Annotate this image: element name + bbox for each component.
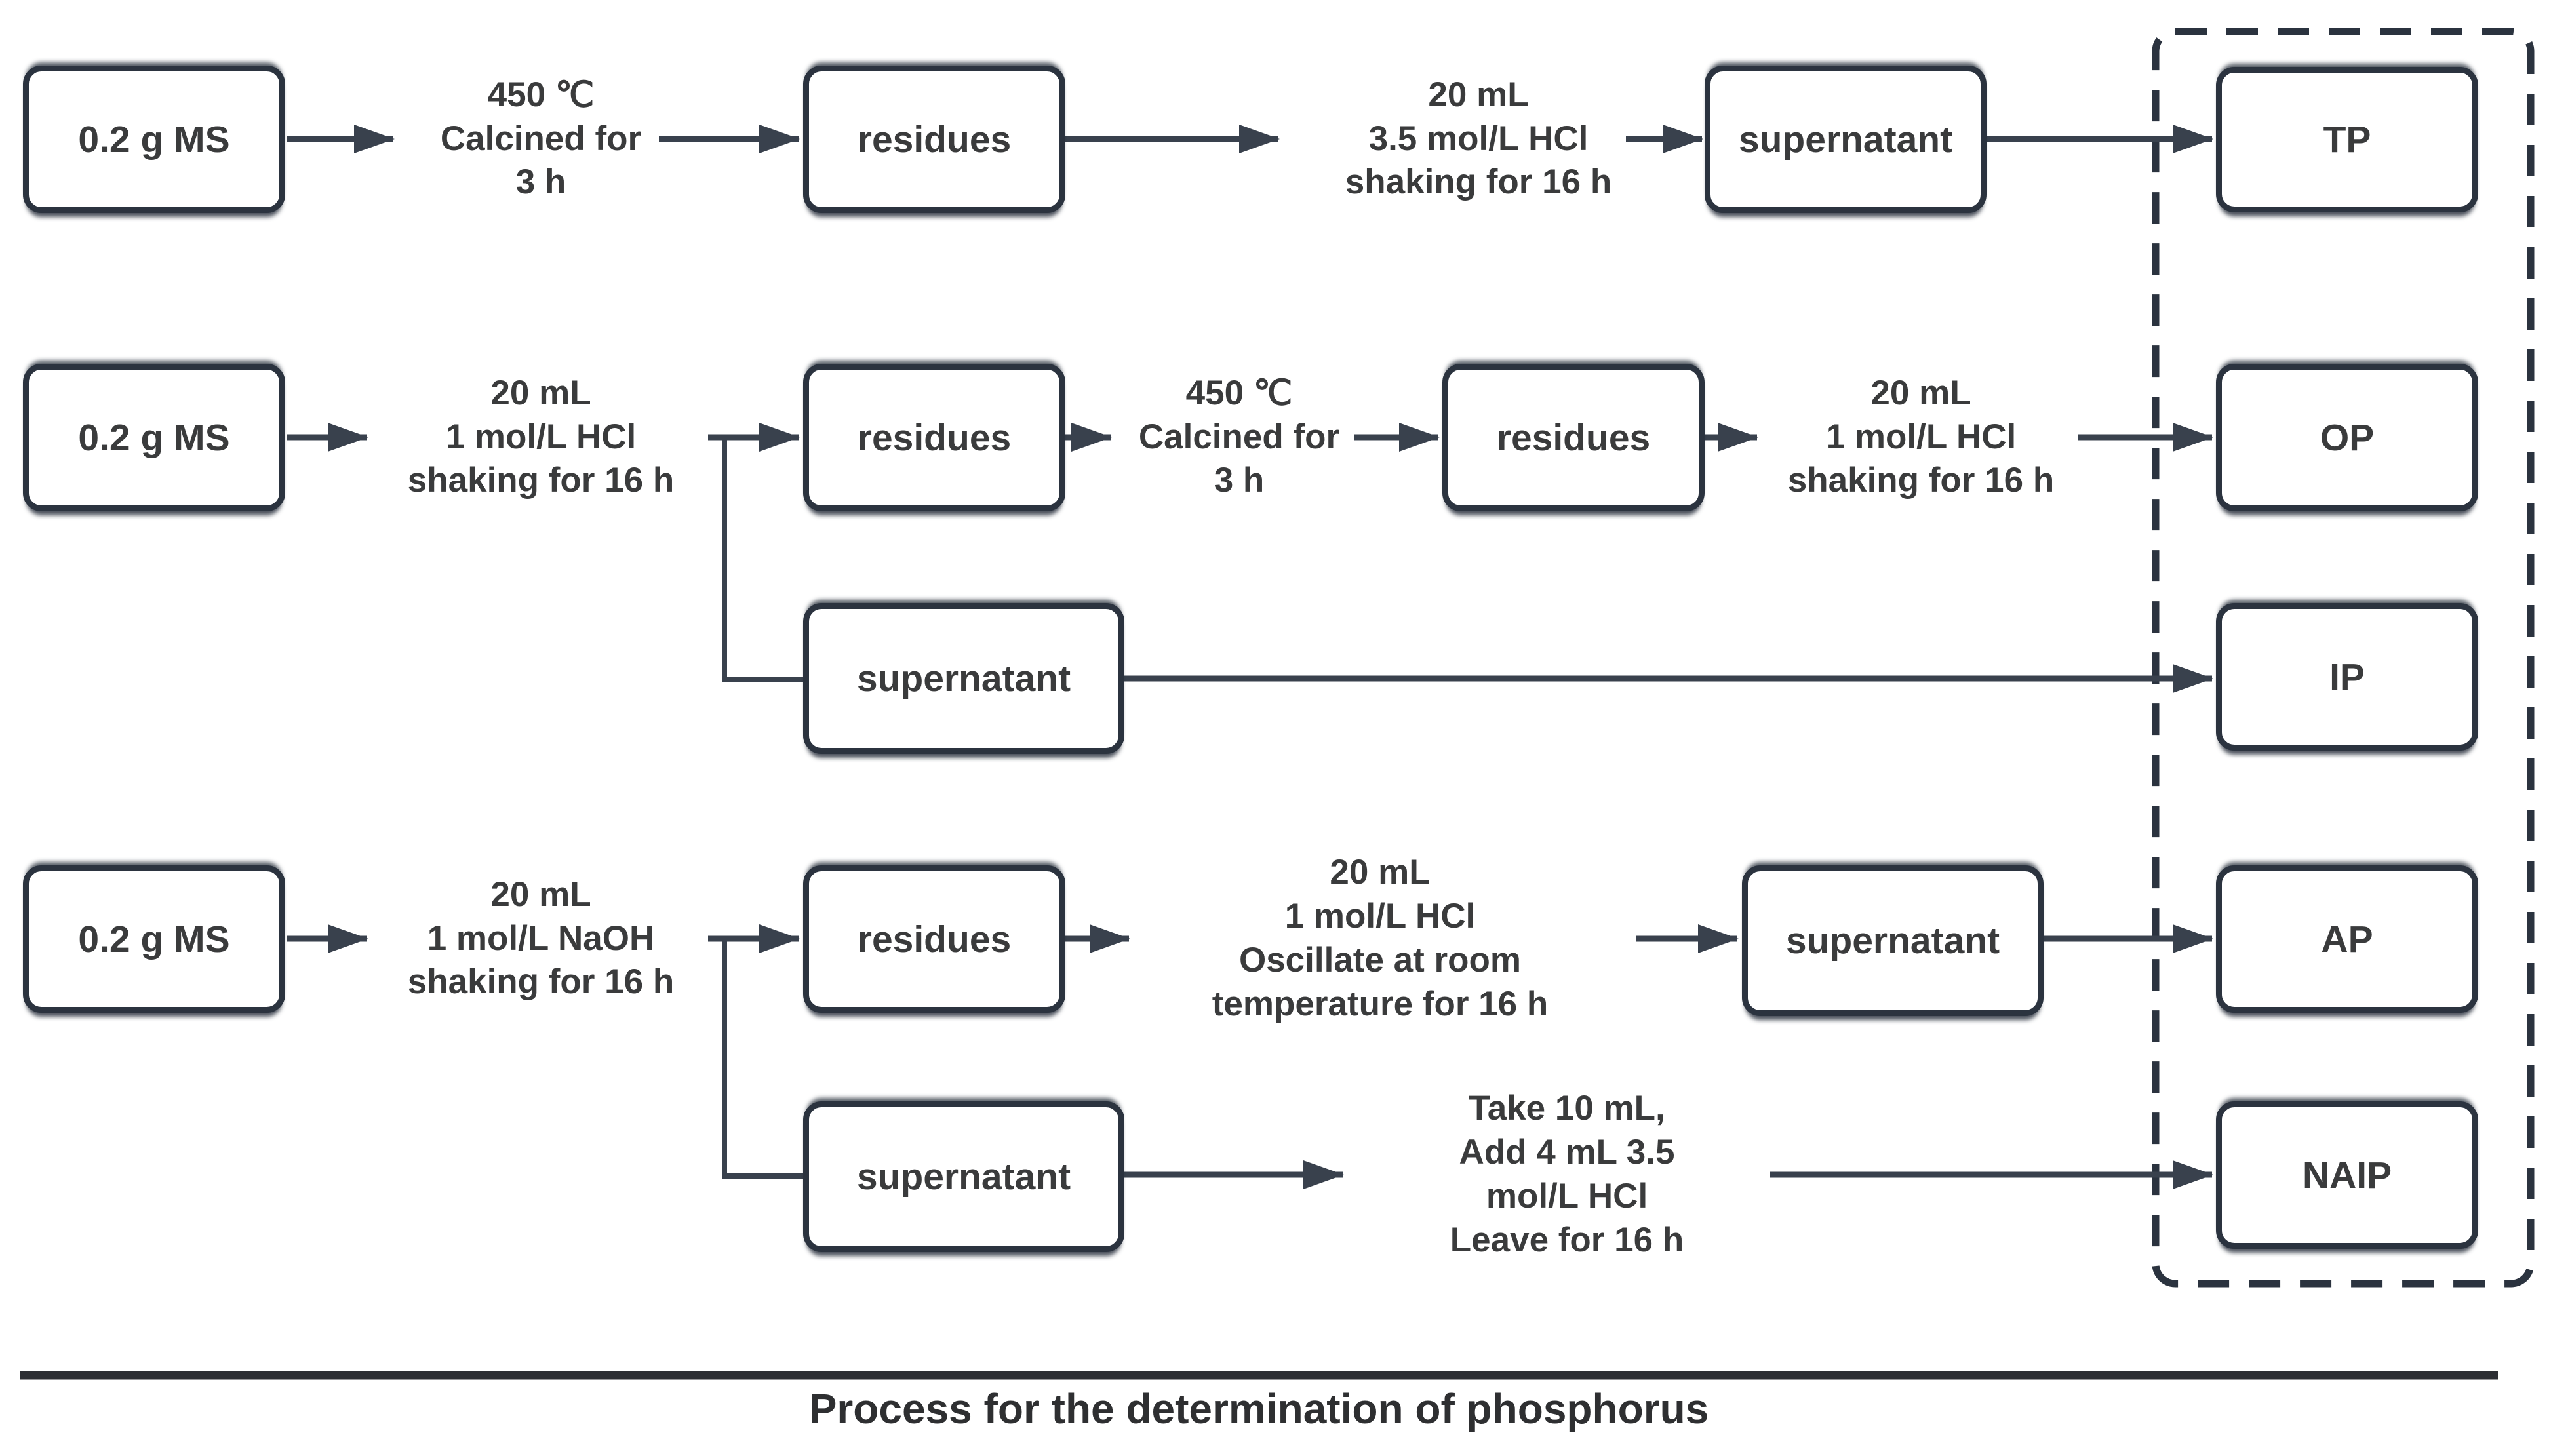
node-result-ap: AP <box>2216 865 2478 1013</box>
node-residues-2: residues <box>803 364 1065 511</box>
node-result-ip: IP <box>2216 603 2478 751</box>
node-residues-4: residues <box>803 865 1065 1013</box>
node-ms-2: 0.2 g MS <box>23 364 285 511</box>
node-residues-3: residues <box>1442 364 1705 511</box>
node-result-naip: NAIP <box>2216 1101 2478 1249</box>
results-group-box <box>2152 28 2535 1288</box>
step-hcl-oscillate: 20 mL 1 mol/L HCl Oscillate at room temp… <box>1212 853 1549 1023</box>
node-ms-1: 0.2 g MS <box>23 66 285 213</box>
step-hcl-1: 20 mL 3.5 mol/L HCl shaking for 16 h <box>1345 75 1612 202</box>
step-hcl-3: 20 mL 1 mol/L HCl shaking for 16 h <box>1787 373 2055 500</box>
node-supernatant-2: supernatant <box>803 603 1124 754</box>
node-supernatant-3: supernatant <box>1742 865 2044 1016</box>
node-result-tp: TP <box>2216 67 2478 212</box>
node-result-op: OP <box>2216 364 2478 511</box>
node-ms-3: 0.2 g MS <box>23 865 285 1013</box>
step-calcine-1: 450 ℃ Calcined for 3 h <box>440 75 642 202</box>
branch-row3-supernatant <box>722 941 803 1179</box>
step-hcl-2: 20 mL 1 mol/L HCl shaking for 16 h <box>407 373 675 500</box>
node-supernatant-1: supernatant <box>1705 66 1987 213</box>
branch-row2-supernatant <box>722 440 803 682</box>
diagram-caption: Process for the determination of phospho… <box>808 1385 1709 1432</box>
step-take-hcl: Take 10 mL, Add 4 mL 3.5 mol/L HCl Leave… <box>1450 1089 1684 1259</box>
node-supernatant-4: supernatant <box>803 1101 1124 1252</box>
node-residues-1: residues <box>803 66 1065 213</box>
step-naoh: 20 mL 1 mol/L NaOH shaking for 16 h <box>407 875 675 1002</box>
step-calcine-2: 450 ℃ Calcined for 3 h <box>1138 373 1340 500</box>
